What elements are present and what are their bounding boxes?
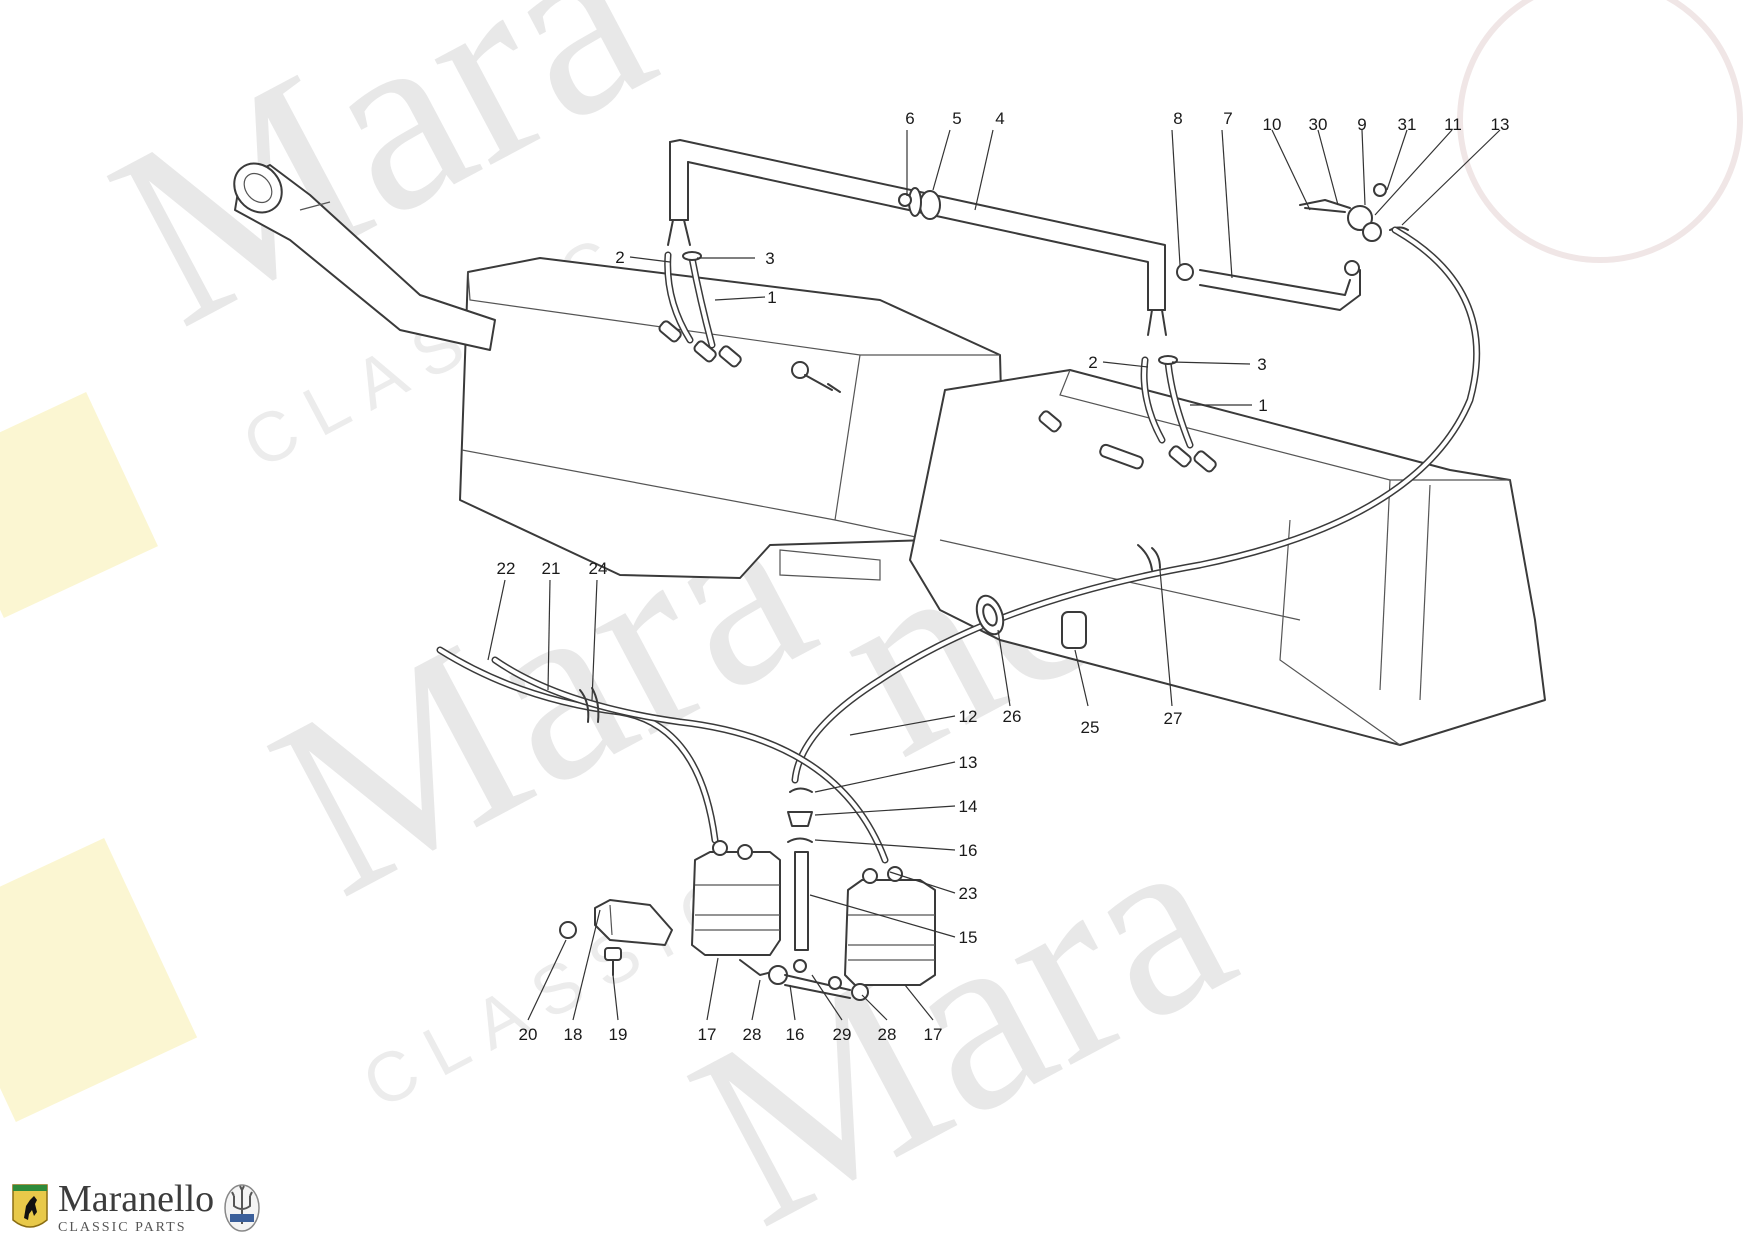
callout-12: 12	[959, 707, 978, 726]
callout-19: 19	[609, 1025, 628, 1044]
leader-lines	[487, 129, 1501, 1021]
callout-7: 7	[1223, 109, 1232, 128]
callout-13-bottom: 13	[959, 753, 978, 772]
callout-27: 27	[1164, 709, 1183, 728]
callout-4: 4	[995, 109, 1004, 128]
callout-8: 8	[1173, 109, 1182, 128]
pipe-7	[1176, 183, 1409, 311]
callout-26: 26	[1003, 707, 1022, 726]
callout-13-top: 13	[1491, 115, 1510, 134]
callout-30: 30	[1309, 115, 1328, 134]
callout-28-left: 28	[743, 1025, 762, 1044]
callout-25: 25	[1081, 718, 1100, 737]
canister-right	[844, 866, 936, 1001]
u-hoses-left	[664, 251, 716, 349]
callout-6: 6	[905, 109, 914, 128]
callout-22: 22	[497, 559, 516, 578]
trident-badge-icon	[224, 1184, 260, 1232]
callout-17-right: 17	[924, 1025, 943, 1044]
brand-name: Maranello	[58, 1178, 215, 1220]
callout-1-left: 1	[767, 288, 776, 307]
callout-23: 23	[959, 884, 978, 903]
callout-2-right: 2	[1088, 353, 1097, 372]
brand-subtitle: CLASSIC PARTS	[58, 1220, 187, 1235]
watermark-badge-right	[1457, 0, 1743, 263]
link-tube-29	[784, 959, 851, 999]
prancing-horse-shield-icon	[12, 1184, 48, 1228]
hoses-21-22	[436, 646, 889, 864]
callout-17-left: 17	[698, 1025, 717, 1044]
callout-11: 11	[1444, 115, 1462, 134]
callout-18: 18	[564, 1025, 583, 1044]
callout-21: 21	[542, 559, 561, 578]
callout-10: 10	[1263, 115, 1282, 134]
callout-16-bottom: 16	[786, 1025, 805, 1044]
callout-24: 24	[589, 559, 608, 578]
u-hoses-right	[1140, 355, 1194, 449]
callout-14: 14	[959, 797, 978, 816]
hose-12	[791, 226, 1481, 784]
left-fuel-tank	[233, 162, 1004, 581]
callout-15: 15	[959, 928, 978, 947]
callout-29: 29	[833, 1025, 852, 1044]
brand-logo: Maranello CLASSIC PARTS	[10, 1178, 262, 1238]
callout-28-right: 28	[878, 1025, 897, 1044]
callout-16-right: 16	[959, 841, 978, 860]
clip-25	[1061, 611, 1087, 649]
connector-stack	[787, 787, 813, 951]
callout-5: 5	[952, 109, 961, 128]
callout-31: 31	[1398, 115, 1417, 134]
bracket-assembly	[559, 899, 673, 976]
vent-pipe-4	[667, 139, 1167, 336]
callout-3-right: 3	[1257, 355, 1266, 374]
watermark-mark-4: Mara	[652, 768, 1272, 1242]
callout-1-right: 1	[1258, 396, 1267, 415]
callout-9: 9	[1357, 115, 1366, 134]
callout-labels: 1 2 3 4 5 6 7 8 9 10 30 31 11 13 2 3 1 2…	[497, 109, 1510, 1044]
callout-20: 20	[519, 1025, 538, 1044]
canister-left	[691, 840, 788, 985]
watermark-shield-bottom-left	[0, 838, 198, 1122]
callout-2-left: 2	[615, 248, 624, 267]
callout-3-left: 3	[765, 249, 774, 268]
watermark-shield-left	[0, 392, 158, 618]
